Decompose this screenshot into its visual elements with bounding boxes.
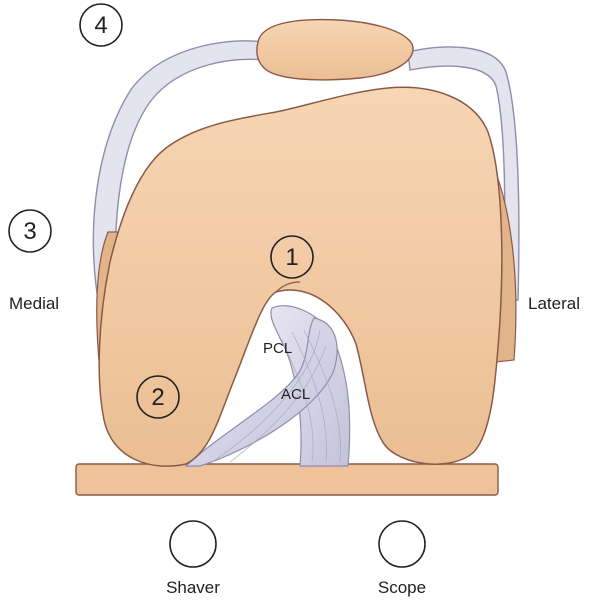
marker-1: 1	[270, 235, 314, 279]
lateral-label: Lateral	[528, 294, 580, 313]
scope-portal	[378, 520, 426, 568]
scope-label: Scope	[378, 578, 426, 597]
shaver-portal	[169, 520, 217, 568]
medial-label: Medial	[9, 294, 59, 313]
cruciate-ligaments	[184, 305, 351, 467]
svg-text:2: 2	[151, 384, 164, 411]
svg-text:1: 1	[285, 244, 298, 271]
acl-ligament	[184, 317, 338, 467]
pcl-label: PCL	[263, 340, 292, 357]
svg-text:3: 3	[23, 218, 36, 245]
marker-2: 2	[136, 375, 180, 419]
acl-label: ACL	[281, 386, 310, 403]
marker-3: 3	[8, 209, 52, 253]
shaver-label: Shaver	[166, 578, 220, 597]
tibial-plateau	[75, 463, 499, 496]
svg-text:4: 4	[94, 12, 107, 39]
marker-4: 4	[79, 3, 123, 47]
patella	[256, 18, 414, 81]
